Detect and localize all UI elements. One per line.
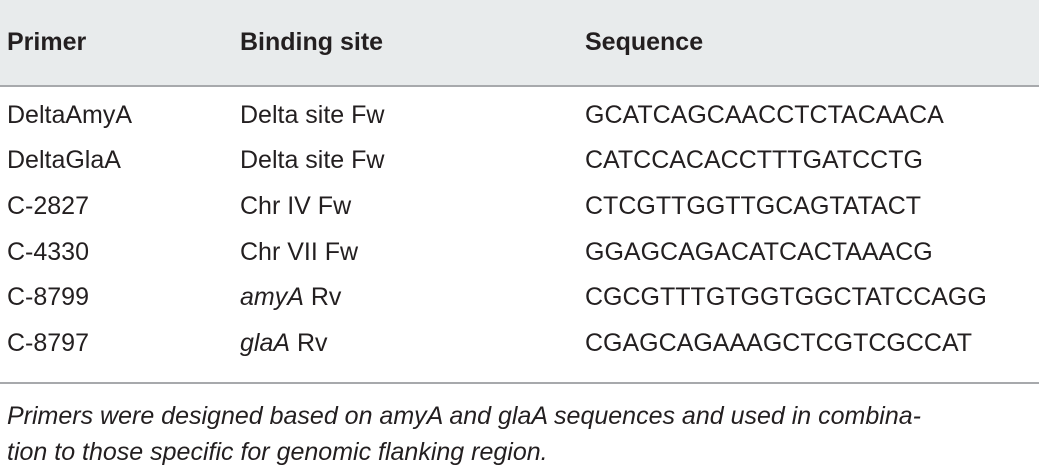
binding-site-cell: Delta site Fw: [240, 143, 384, 177]
binding-site-cell: amyA Rv: [240, 280, 341, 314]
table-row: DeltaAmyA Delta site Fw GCATCAGCAACCTCTA…: [0, 98, 1039, 143]
table-row: C-2827 Chr IV Fw CTCGTTGGTTGCAGTATACT: [0, 189, 1039, 234]
primer-cell: C-2827: [7, 192, 89, 220]
primer-cell: C-8797: [7, 329, 89, 357]
gene-name: glaA: [240, 329, 291, 357]
primer-cell: C-8799: [7, 283, 89, 311]
sequence-cell: CGAGCAGAAAGCTCGTCGCCAT: [585, 329, 973, 357]
table-row: DeltaGlaA Delta site Fw CATCCACACCTTTGAT…: [0, 143, 1039, 188]
table-row: C-8797 glaA Rv CGAGCAGAAAGCTCGTCGCCAT: [0, 326, 1039, 371]
sequence-cell: CATCCACACCTTTGATCCTG: [585, 146, 923, 174]
binding-site-text: Rv: [290, 329, 328, 357]
footnote-line: Primers were designed based on amyA and …: [7, 402, 921, 430]
binding-site-text: Delta site Fw: [240, 101, 385, 129]
binding-site-text: Rv: [303, 283, 342, 311]
binding-site-text: Chr IV Fw: [240, 192, 352, 220]
binding-site-text: Chr VII Fw: [240, 238, 359, 266]
header-sequence: Sequence: [585, 28, 704, 56]
primer-cell: DeltaGlaA: [7, 146, 121, 174]
sequence-cell: CTCGTTGGTTGCAGTATACT: [585, 192, 922, 220]
footnote-line: tion to those specific for genomic flank…: [7, 438, 548, 466]
sequence-cell: GCATCAGCAACCTCTACAACA: [585, 101, 944, 129]
binding-site-cell: Chr VII Fw: [240, 235, 358, 269]
table-row: C-4330 Chr VII Fw GGAGCAGACATCACTAAACG: [0, 235, 1039, 280]
sequence-cell: CGCGTTTGTGGTGGCTATCCAGG: [585, 283, 987, 311]
binding-site-text: Delta site Fw: [240, 146, 385, 174]
footer-divider: [0, 382, 1039, 384]
header-primer: Primer: [7, 28, 87, 56]
table-row: C-8799 amyA Rv CGCGTTTGTGGTGGCTATCCAGG: [0, 280, 1039, 325]
primer-cell: C-4330: [7, 238, 89, 266]
binding-site-cell: Chr IV Fw: [240, 189, 351, 223]
primer-cell: DeltaAmyA: [7, 101, 133, 129]
table-footnote: Primers were designed based on amyA and …: [7, 398, 1027, 470]
gene-name: amyA: [240, 283, 304, 311]
sequence-cell: GGAGCAGACATCACTAAACG: [585, 238, 933, 266]
binding-site-cell: Delta site Fw: [240, 98, 384, 132]
header-binding-site: Binding site: [240, 28, 384, 56]
table-header: Primer Binding site Sequence: [0, 0, 1039, 85]
binding-site-cell: glaA Rv: [240, 326, 328, 360]
header-divider: [0, 85, 1039, 87]
